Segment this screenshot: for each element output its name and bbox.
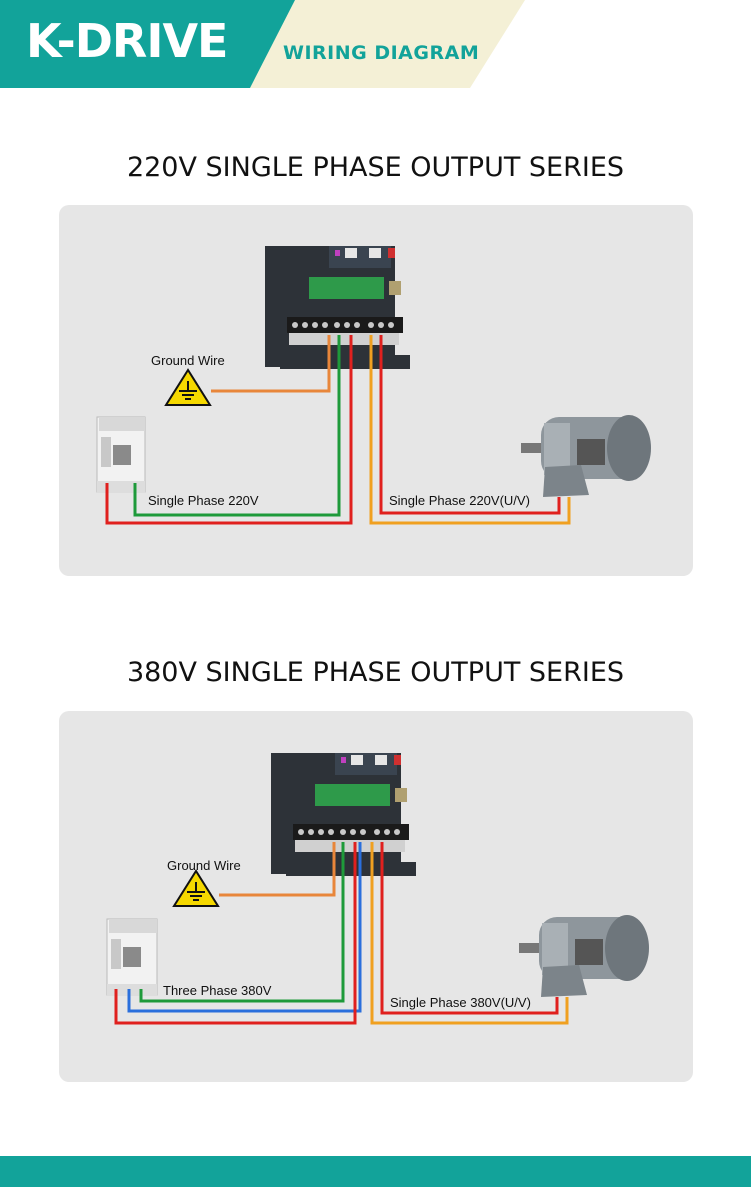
header-shapes: [0, 0, 525, 88]
diagram-panel-380v: Ground Wire Three Phase 380V Single Phas…: [59, 711, 693, 1082]
header-banner: K-DRIVE WIRING DIAGRAM: [0, 0, 751, 88]
circuit-breaker: [106, 918, 158, 996]
input-power-label: Three Phase 380V: [163, 983, 272, 998]
wiring-diagram-220v: [96, 246, 651, 525]
input-wire-l: [133, 335, 341, 517]
input-wire-l1: [139, 842, 345, 1003]
input-wire-l2: [127, 842, 362, 1013]
section-title-220v: 220V SINGLE PHASE OUTPUT SERIES: [126, 152, 625, 183]
output-power-label: Single Phase 380V(U/V): [390, 995, 531, 1010]
diagram-panel-220v: Ground Wire Single Phase 220V Single Pha…: [59, 205, 693, 576]
header-teal-band: [0, 0, 295, 88]
output-wire-v: [380, 842, 559, 1015]
circuit-breaker: [96, 416, 146, 493]
header-cream-band: [250, 0, 525, 88]
vfd-drive-unit: [271, 753, 416, 876]
ground-warning-icon: [164, 368, 212, 406]
output-power-label: Single Phase 220V(U/V): [389, 493, 530, 508]
electric-motor: [519, 915, 649, 997]
output-wire-v: [379, 335, 561, 515]
wires: [105, 335, 571, 525]
input-power-label: Single Phase 220V: [148, 493, 259, 508]
wires: [114, 842, 569, 1025]
electric-motor: [521, 415, 651, 497]
footer-bar: [0, 1156, 751, 1187]
wiring-diagram-380v: [106, 753, 649, 1025]
ground-warning-icon: [172, 869, 220, 907]
input-wire-n: [105, 335, 353, 525]
header-subtitle: WIRING DIAGRAM: [283, 42, 480, 64]
ground-wire: [219, 842, 336, 897]
output-wire-u: [370, 842, 569, 1025]
section-title-380v: 380V SINGLE PHASE OUTPUT SERIES: [126, 657, 625, 688]
output-wire-u: [369, 335, 571, 525]
ground-wire-label: Ground Wire: [167, 858, 241, 873]
ground-wire: [211, 335, 331, 393]
brand-logo-text: K-DRIVE: [26, 14, 228, 68]
ground-wire-label: Ground Wire: [151, 353, 225, 368]
input-wire-l3: [114, 842, 357, 1025]
